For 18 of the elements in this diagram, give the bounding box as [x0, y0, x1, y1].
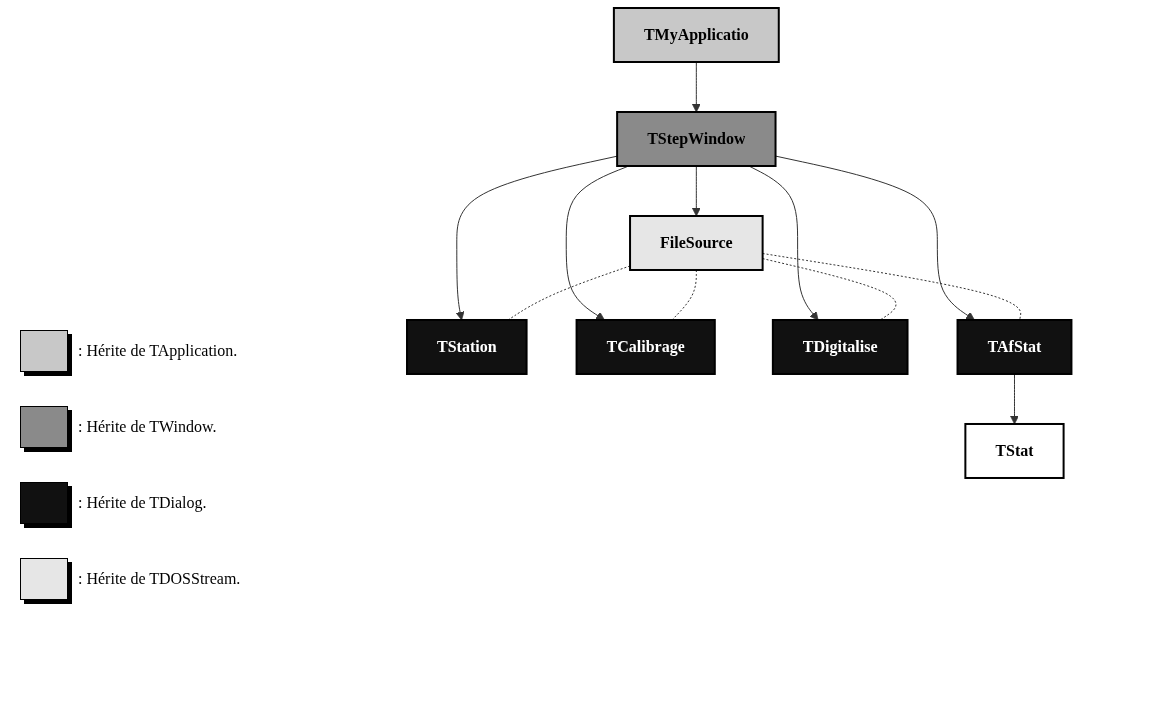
node-box: TStepWindow: [616, 111, 777, 167]
legend-text: : Hérite de TDOSStream.: [78, 570, 241, 588]
node-box: TAfStat: [956, 319, 1073, 375]
arrow: [692, 61, 701, 113]
node-box: TMyApplicatio: [613, 7, 781, 63]
node-box: TStat: [964, 423, 1065, 479]
arrow: [456, 155, 618, 321]
arrow: [692, 165, 701, 217]
legend-text: : Hérite de TDialog.: [78, 494, 207, 512]
arrow: [775, 155, 976, 321]
node-box: FileSource: [629, 215, 764, 271]
arrow: [1010, 373, 1020, 425]
arrow: [748, 165, 819, 321]
node-box: TDigitalise: [772, 319, 909, 375]
legend-text: : Hérite de TApplication.: [78, 342, 238, 360]
node-box: TCalibrage: [575, 319, 717, 375]
legend-text: : Hérite de TWindow.: [78, 418, 217, 436]
node-box: TStation: [406, 319, 528, 375]
